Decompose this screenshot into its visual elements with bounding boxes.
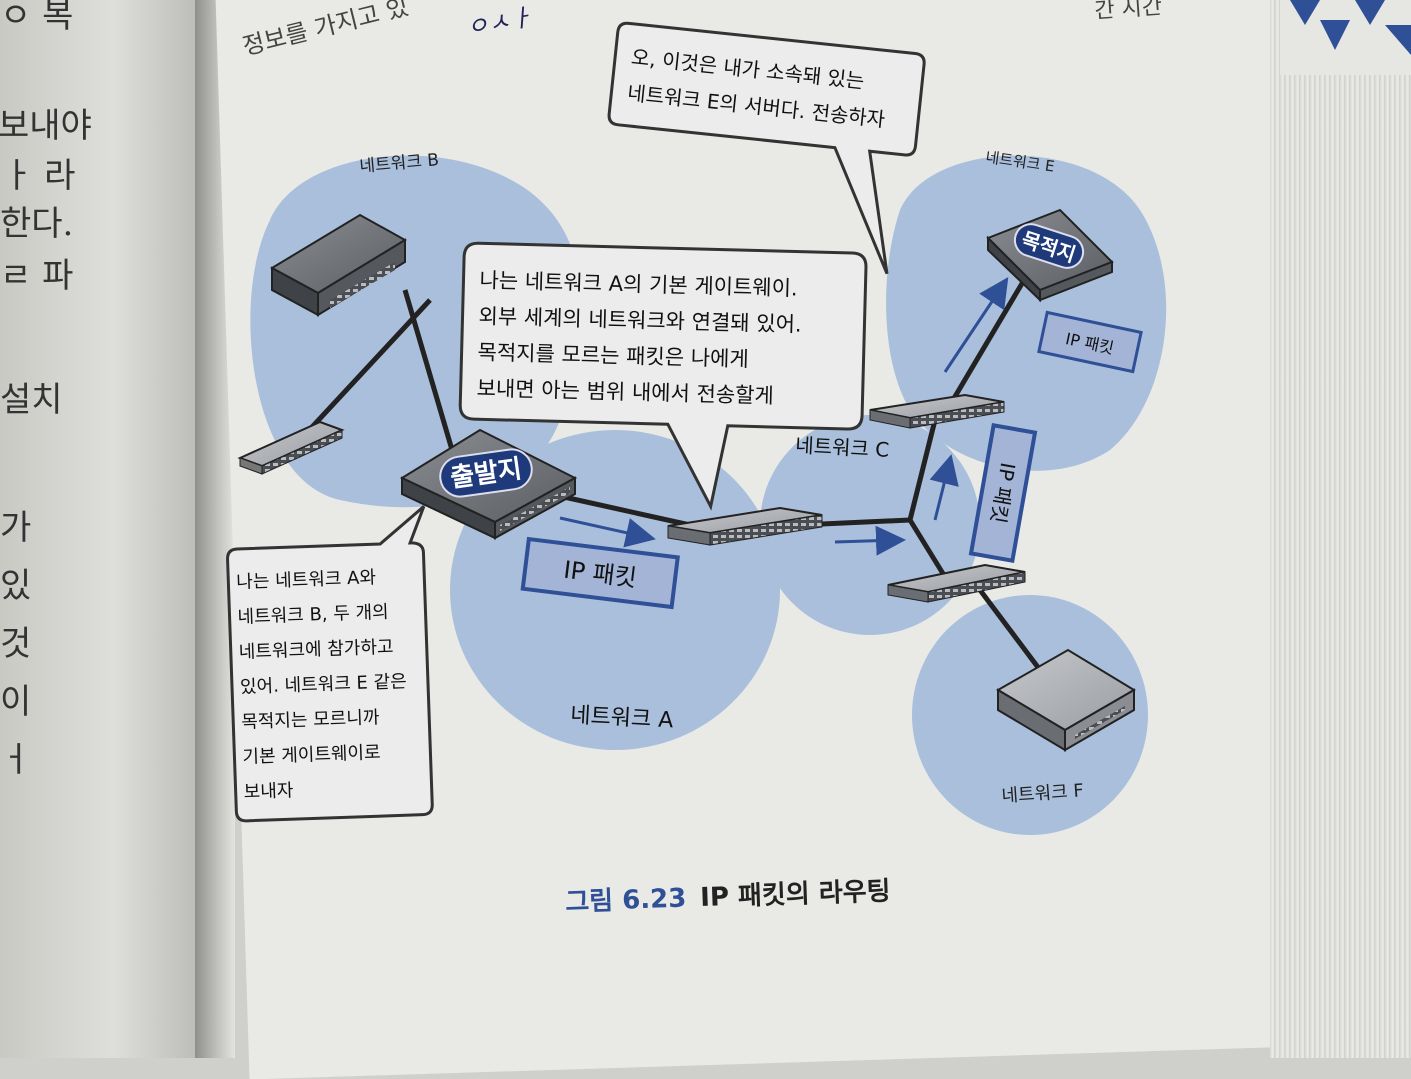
flow-arrow	[834, 525, 906, 556]
network-c-label: 네트워크 C	[795, 433, 890, 462]
left-page: ㅇ 복 보내야 ㅏ 라 한다. ㄹ 파 설치 가 있 것 이 ㅓ	[0, 0, 205, 1058]
ip-packet-c: IP 패킷	[968, 423, 1038, 563]
link-line	[298, 298, 432, 442]
speech-bubble-source: 나는 네트워크 A와 네트워크 B, 두 개의 네트워크에 참가하고 있어. 네…	[226, 505, 434, 823]
source-badge	[439, 448, 533, 498]
left-text: ㄹ 파	[0, 256, 74, 296]
source-bubble-line: 보내자	[243, 780, 294, 803]
flow-arrow	[929, 454, 959, 521]
page-edges	[1270, 0, 1411, 1058]
flow-arrow	[943, 277, 1009, 373]
network-f-server	[996, 648, 1136, 752]
link-line	[554, 492, 691, 528]
router-f	[887, 563, 1026, 603]
caption-title: IP 패킷의 라우팅	[700, 876, 891, 913]
destination-badge	[1013, 223, 1085, 269]
link-line	[947, 268, 1033, 407]
link-line	[907, 419, 938, 521]
ip-packet-e: IP 패킷	[1037, 310, 1143, 374]
left-text: ㅇ 복	[0, 0, 74, 36]
left-text: 가	[0, 508, 32, 548]
speech-bubble-router-e: 오, 이것은 내가 소속돼 있는 네트워크 E의 서버다. 전송하자	[607, 21, 926, 275]
left-text: ㅓ	[0, 740, 32, 780]
left-text: 이	[0, 682, 32, 722]
left-text: 있	[0, 566, 32, 606]
left-text: ㅏ 라	[2, 156, 76, 196]
connection-lines	[298, 268, 1042, 672]
left-text: 설치	[0, 380, 63, 420]
source-server: 출발지	[399, 428, 578, 540]
source-bubble-line: 목적지는 모르니까	[241, 707, 380, 733]
top-right-text: 간 시간	[1094, 0, 1163, 24]
network-a-label: 네트워크 A	[570, 703, 674, 733]
flow-arrow	[559, 516, 656, 548]
destination-server: 목적지	[986, 208, 1114, 303]
network-b-hub	[237, 420, 345, 475]
flow-arrows	[559, 277, 1009, 556]
handwritten-note: ㅇㅅㅏ	[464, 3, 534, 42]
source-bubble-line: 나는 네트워크 A와	[236, 567, 376, 593]
left-text: 것	[0, 624, 32, 664]
figure-caption: 그림 6.23 IP 패킷의 라우팅	[565, 876, 891, 917]
top-left-text: 정보를 가지고 있	[240, 0, 412, 61]
corner-triangle	[1385, 25, 1411, 55]
link-line	[978, 588, 1042, 672]
speech-bubble-gateway: 나는 네트워크 A의 기본 게이트웨이. 외부 세계의 네트워크와 연결돼 있어…	[458, 241, 868, 511]
network-b-server	[269, 213, 407, 317]
corner-pattern	[1280, 0, 1411, 75]
source-bubble-line: 기본 게이트웨이로	[242, 742, 381, 768]
corner-triangle	[1320, 20, 1350, 50]
router-e	[869, 393, 1005, 429]
caption-number: 그림 6.23	[565, 884, 687, 918]
corner-triangle	[1355, 0, 1385, 25]
left-text: 한다.	[0, 204, 74, 244]
left-text: 보내야	[0, 106, 92, 146]
corner-triangle	[1290, 0, 1320, 25]
gateway-router	[667, 506, 823, 546]
ip-packet-a: IP 패킷	[520, 536, 680, 610]
